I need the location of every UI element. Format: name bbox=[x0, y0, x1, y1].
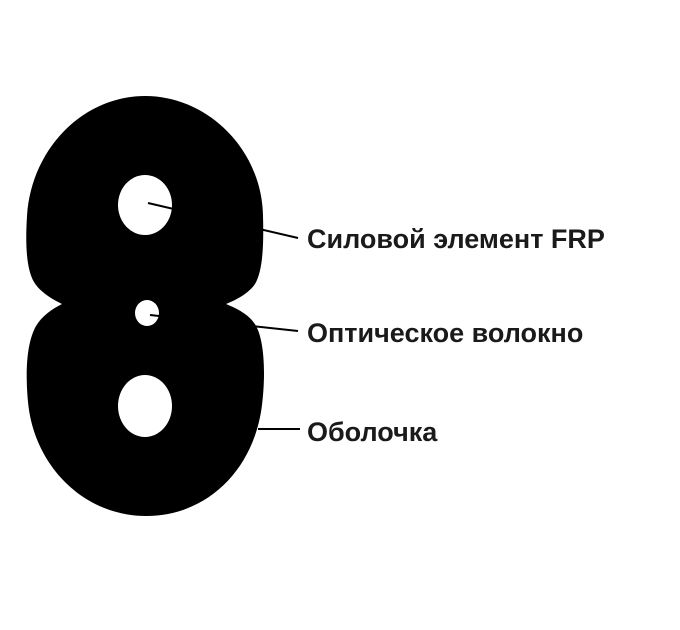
label-sheath: Оболочка bbox=[307, 417, 438, 447]
strength-member-top bbox=[118, 175, 172, 235]
label-strength-member: Силовой элемент FRP bbox=[307, 224, 605, 254]
leader-line-optical-fiber bbox=[149, 314, 299, 332]
label-optical-fiber: Оптическое волокно bbox=[307, 318, 583, 348]
strength-member-bottom bbox=[118, 375, 172, 437]
optical-fiber bbox=[135, 300, 159, 326]
leader-line-strength-member bbox=[147, 202, 299, 239]
